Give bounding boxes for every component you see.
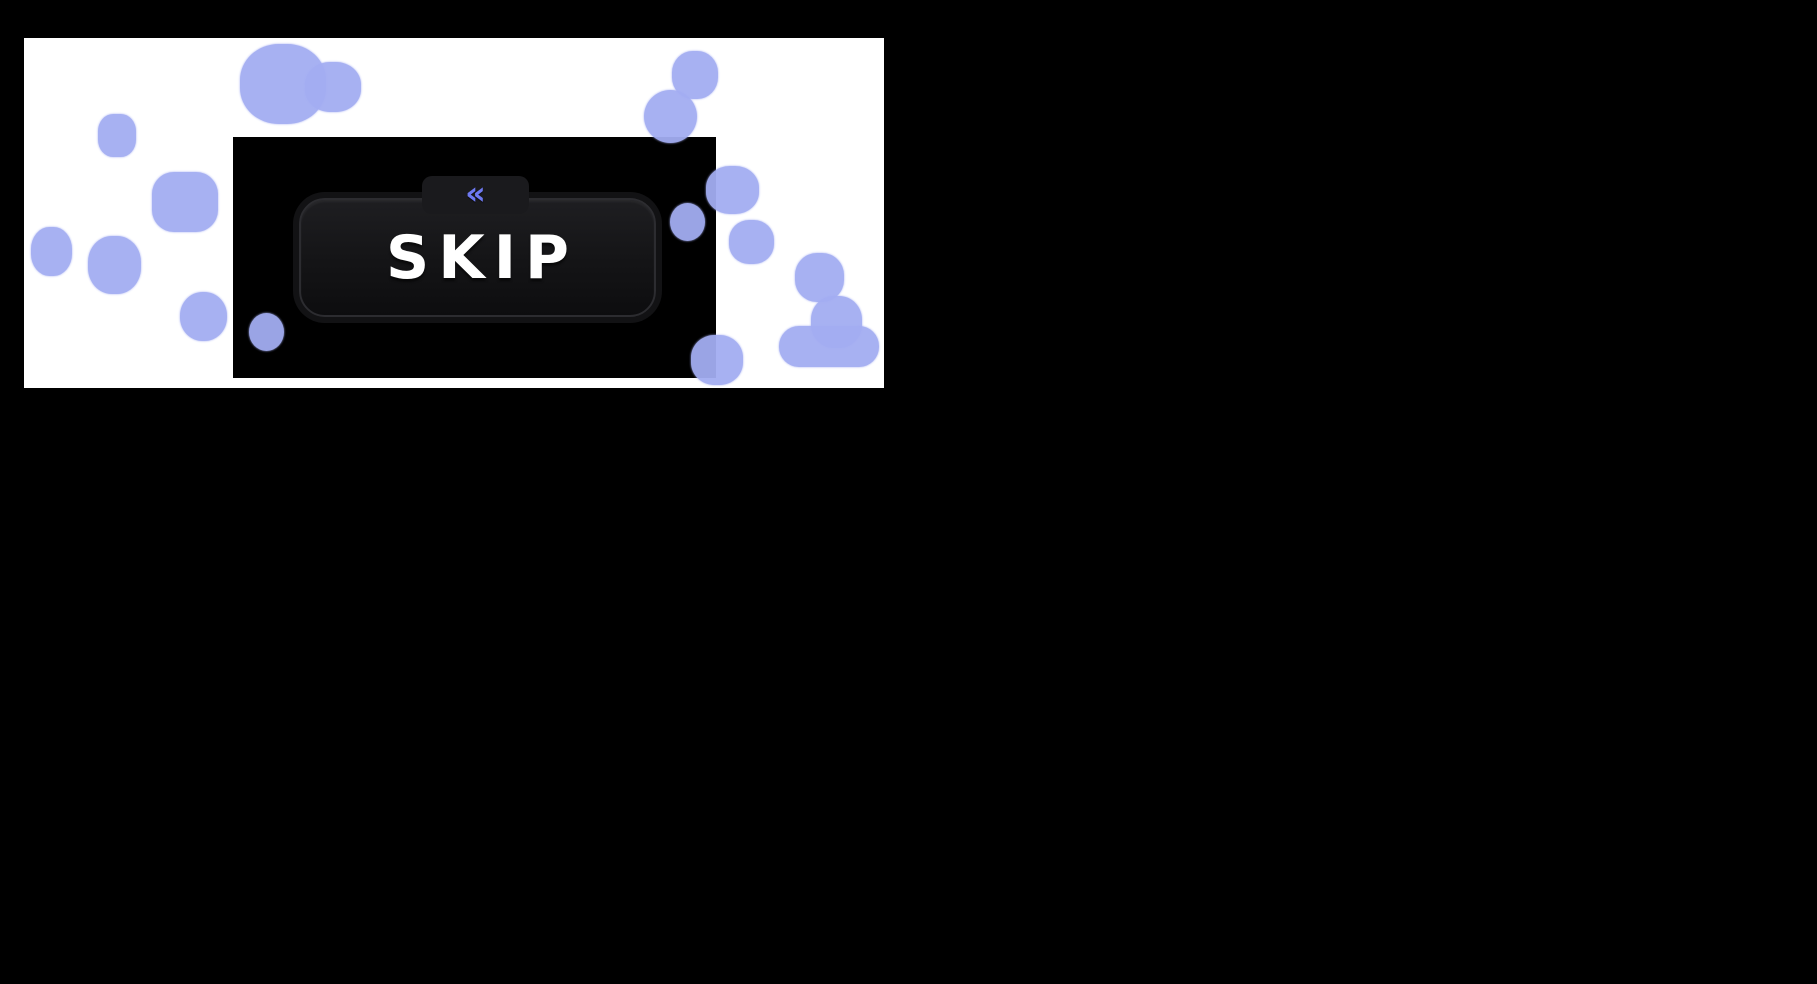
skip-button-label: SKIP [385, 222, 578, 293]
touch-mark [305, 62, 361, 112]
touch-mark [795, 253, 844, 302]
touch-mark [644, 90, 697, 143]
touch-mark [729, 220, 774, 264]
collapse-tab[interactable]: « [422, 176, 529, 214]
touch-mark [180, 292, 227, 341]
touch-mark [249, 313, 284, 351]
touch-mark [691, 335, 743, 385]
skip-overlay: « SKIP [233, 137, 716, 378]
touch-mark [152, 172, 218, 232]
touch-mark [31, 227, 72, 276]
touch-mark [98, 114, 136, 157]
touch-mark [88, 236, 141, 294]
ad-panel: « SKIP [24, 38, 884, 388]
touch-mark [706, 166, 759, 214]
skip-button[interactable]: SKIP [299, 198, 656, 317]
chevrons-left-icon: « [465, 174, 486, 212]
touch-mark [670, 203, 705, 241]
touch-mark [779, 326, 879, 367]
